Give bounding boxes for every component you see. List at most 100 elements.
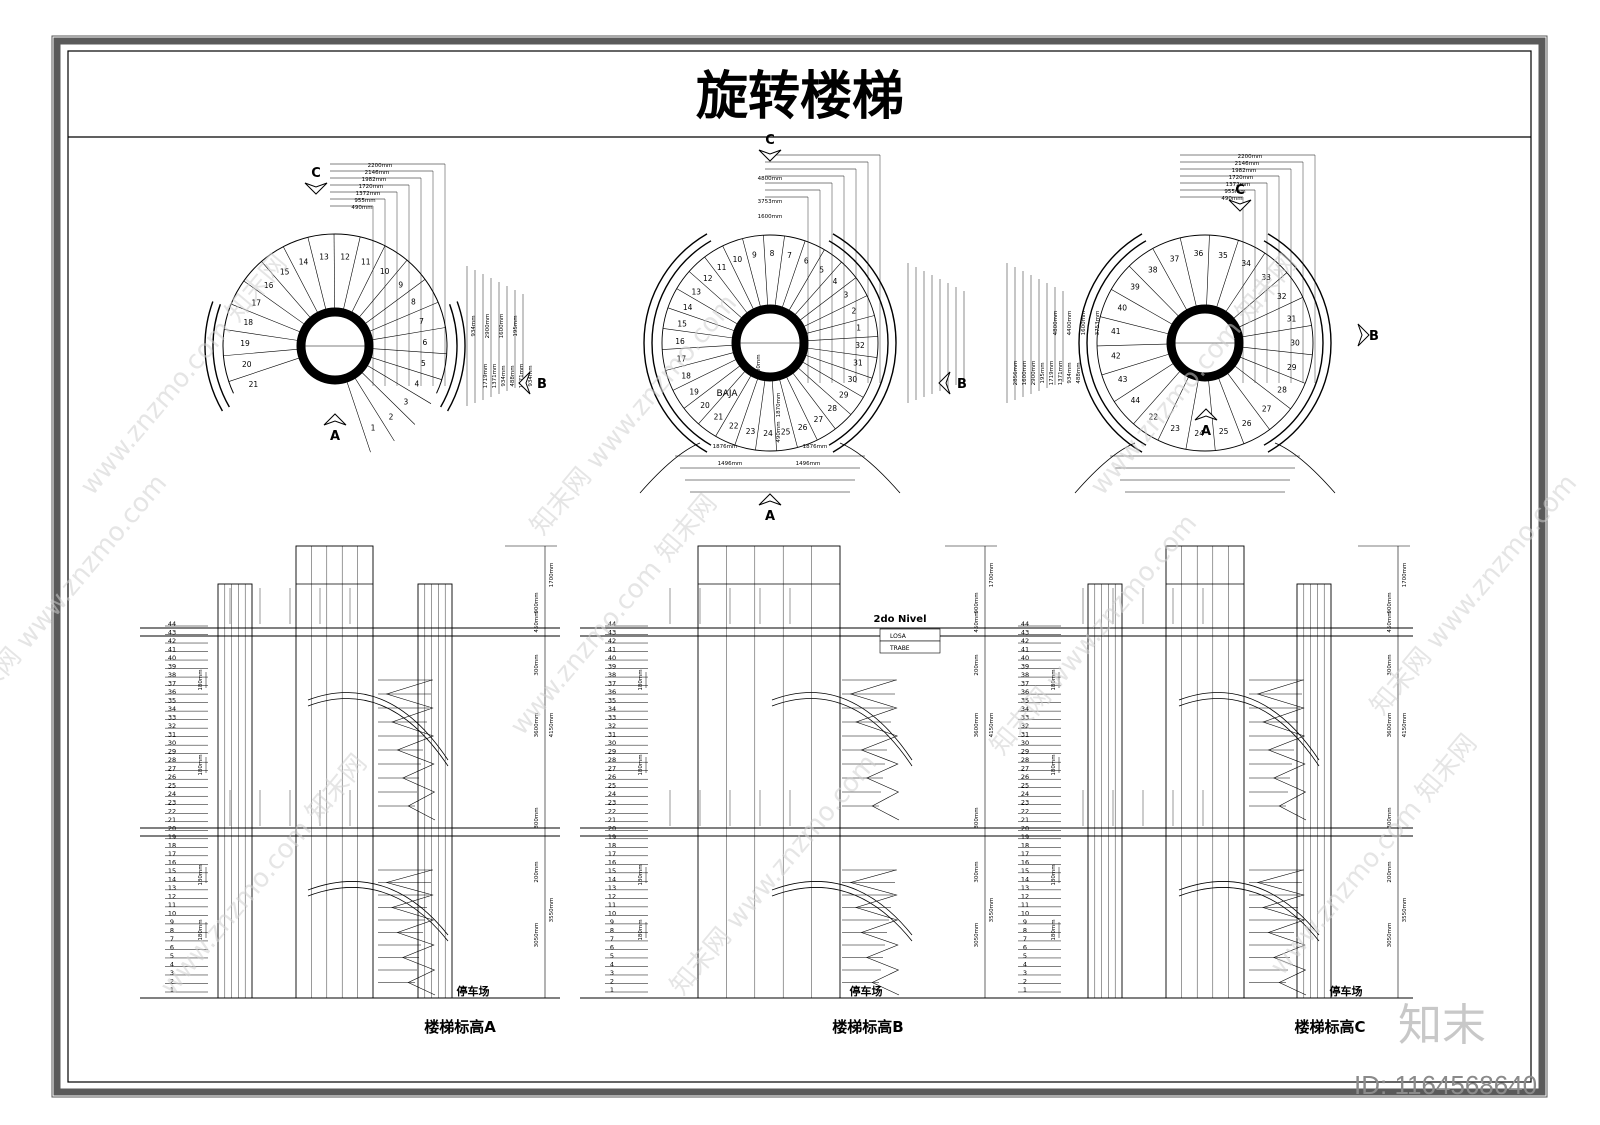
step-number-label: 10 [380, 267, 390, 276]
step-number-label: 14 [299, 258, 309, 267]
stair-tread-line [698, 371, 746, 425]
dimension-label: 1371mm [492, 364, 498, 389]
dimension-label: 1600mm [499, 314, 505, 339]
stair-tread-line [359, 260, 408, 318]
step-number-label: 4 [415, 379, 420, 388]
stair-tread-line [1185, 380, 1199, 450]
level-number-label: 15 [1021, 867, 1029, 875]
level-number-label: 1 [170, 986, 174, 994]
handrail-arc [643, 233, 708, 453]
stair-tread-line [755, 380, 766, 451]
level-number-label: 29 [168, 748, 176, 756]
dimension-label: 1372mm [1226, 182, 1251, 188]
level-number-label: 27 [608, 765, 616, 773]
step-number-label: 24 [763, 429, 773, 438]
level-number-label: 22 [608, 807, 616, 815]
level-number-label: 22 [1021, 807, 1029, 815]
step-number-label: 28 [1277, 385, 1287, 394]
stair-outer-edge [222, 233, 448, 394]
watermark-text: www.znzmo.com 知末网 [155, 749, 374, 1001]
dimension-label: 1876mm [713, 444, 738, 450]
step-number-label: 39 [1130, 282, 1140, 291]
level-number-label: 34 [608, 705, 616, 713]
stair-tread-line [805, 355, 873, 379]
column [217, 583, 253, 999]
section-marker-label: B [1369, 329, 1379, 344]
dimension-label: 1600mm [1081, 311, 1087, 336]
riser-dimension-label: 180mm [638, 754, 644, 775]
step-number-label: 9 [752, 250, 757, 259]
level-number-label: 4 [170, 960, 174, 968]
stair-tread-line [1233, 272, 1288, 319]
stair-tread-line [1242, 346, 1313, 356]
landing-edge [639, 442, 701, 494]
handrail-arc [446, 301, 466, 412]
dimension-label: 1719mm [483, 364, 489, 389]
stair-tread-line [715, 375, 752, 437]
stair-tread-line [1225, 252, 1266, 312]
dimension-label: 450mm [974, 611, 980, 632]
stair-tread-line [1242, 325, 1312, 338]
level-number-label: 34 [1021, 705, 1029, 713]
level-number-label: 24 [1021, 790, 1029, 798]
stair-tread-line [804, 295, 868, 327]
dimension-label: 2146mm [365, 170, 390, 176]
dimension-label: 934mm [528, 365, 534, 386]
level-number-label: 43 [1021, 629, 1029, 637]
parking-label: 停车场 [457, 984, 490, 998]
level-number-label: 14 [168, 875, 176, 883]
level-number-label: 16 [1021, 858, 1029, 866]
step-number-label: 8 [770, 249, 775, 258]
stair-tread-line [1157, 377, 1189, 441]
stair-tread-line [1240, 356, 1306, 384]
handrail-curve [1178, 881, 1320, 936]
step-number-label: 8 [411, 298, 416, 307]
step-number-label: 33 [1261, 273, 1271, 282]
step-number-label: 34 [1241, 259, 1251, 268]
level-number-label: 33 [1021, 714, 1029, 722]
dimension-label: 900mm [1387, 592, 1393, 613]
level-number-label: 35 [608, 697, 616, 705]
level-number-label: 41 [168, 646, 176, 654]
step-number-label: 23 [1170, 424, 1180, 433]
level-number-label: 27 [1021, 765, 1029, 773]
level-number-label: 38 [1021, 671, 1029, 679]
level-number-label: 8 [1023, 926, 1027, 934]
level-number-label: 8 [170, 926, 174, 934]
section-marker-label: C [1235, 183, 1245, 198]
elevation-views: 4443424140393837363534333231302928272625… [140, 545, 1413, 1036]
level-number-label: 39 [1021, 663, 1029, 671]
column [1087, 583, 1123, 999]
level-number-label: 16 [608, 858, 616, 866]
handrail-curve [771, 692, 913, 761]
stair-tread-line [283, 246, 318, 313]
step-number-label: 21 [249, 380, 259, 389]
step-number-label: 11 [361, 257, 371, 266]
level-number-label: 7 [610, 935, 614, 943]
dimension-label: 1876mm [803, 444, 828, 450]
dimension-label: 200mm [534, 861, 540, 882]
step-number-label: 43 [1118, 375, 1128, 384]
level-number-label: 22 [168, 807, 176, 815]
dimension-label: 1982mm [362, 177, 387, 183]
handrail-arc [212, 304, 230, 408]
level-number-label: 32 [1021, 722, 1029, 730]
level-number-label: 40 [168, 654, 176, 662]
level-number-label: 30 [608, 739, 616, 747]
stair-tread-line [1239, 297, 1303, 328]
level-number-label: 2 [170, 977, 174, 985]
section-marker-label: A [1201, 424, 1211, 439]
step-number-label: 15 [280, 267, 290, 276]
stair-tread-line [665, 352, 734, 371]
stair-tread-line [372, 348, 447, 355]
stair-tread-line [1218, 378, 1245, 444]
level-number-label: 7 [1023, 935, 1027, 943]
column [1296, 583, 1332, 999]
stair-tread-line [372, 327, 446, 341]
stair-tread-line [1111, 289, 1173, 325]
stair-tread-line [774, 235, 785, 306]
handrail-arc [828, 240, 889, 446]
step-number-label: 5 [819, 265, 824, 274]
